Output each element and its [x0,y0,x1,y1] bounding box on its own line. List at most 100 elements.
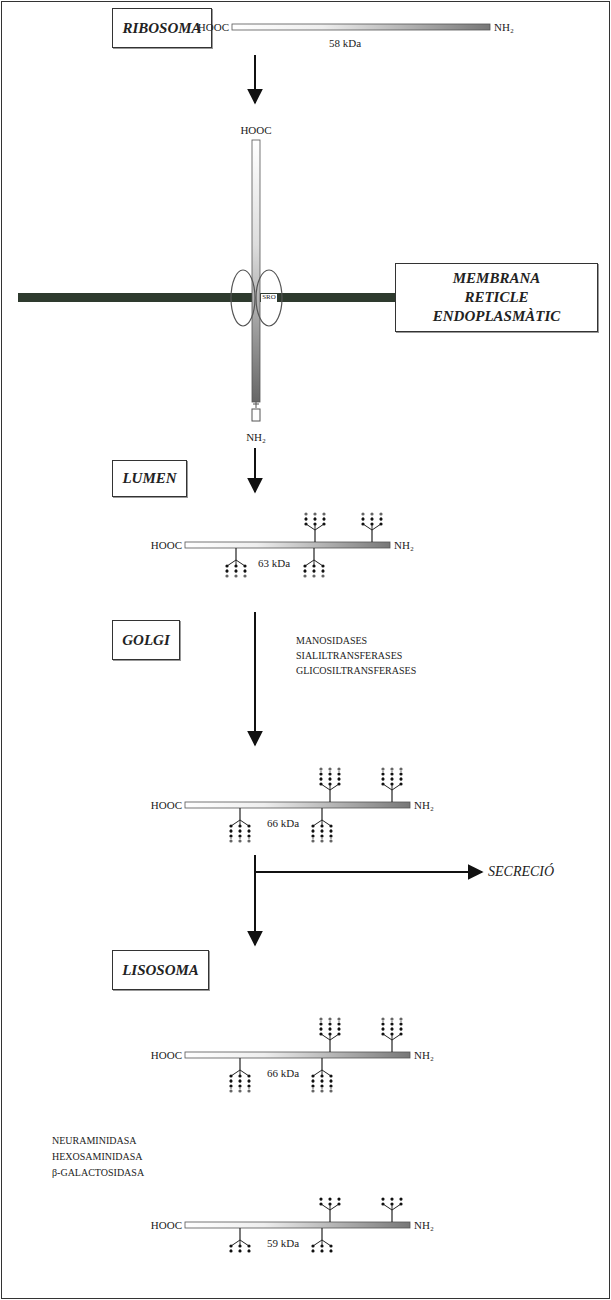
protein-bar [185,542,390,548]
arrow [254,612,256,745]
arrow [254,55,256,103]
glycan [392,1019,393,1034]
glycan [392,769,393,784]
glycan [303,569,306,572]
glycan [234,569,237,572]
glycan [249,826,250,841]
box-label: LUMEN [122,469,176,488]
glycan [399,1022,402,1025]
glycan [392,1034,401,1040]
glycan [379,517,382,520]
translocon [231,270,255,326]
glycan [329,1244,332,1247]
glycan [390,1032,393,1035]
text-label: NH₂ [414,1219,434,1231]
signal-peptide [256,402,257,408]
arrow [254,855,256,945]
glycan [329,824,332,827]
glycan [319,772,322,775]
glycan [381,1202,384,1205]
glycan [311,839,314,842]
glycan [313,826,314,841]
protein-bar [185,1052,410,1058]
glycan [331,826,332,841]
glycan [311,1084,314,1087]
glycan [234,564,237,567]
glycan [381,1032,384,1035]
glycan [328,1022,331,1025]
glycan [370,517,373,520]
glycan [313,548,314,560]
box-label: MEMBRANA RETICLE ENDOPLASMÀTIC [422,269,572,325]
glycan [313,1240,322,1246]
glycan [330,769,331,784]
glycan [321,1019,322,1034]
glycan [337,767,340,770]
glycan [399,1017,402,1020]
glycan [311,1089,314,1092]
text-label: NH₂ [414,799,434,811]
glycan [321,564,324,567]
text-label: β-GALACTOSIDASA [52,1167,144,1178]
glycan [370,522,373,525]
glycan [249,1076,250,1091]
glycan [225,574,228,577]
glycan [399,767,402,770]
glycan [238,834,241,837]
glycan [225,564,228,567]
label-box: LUMEN [112,460,187,497]
glycan [329,1074,332,1077]
glycan [243,574,246,577]
glycan [313,522,316,525]
glycan [239,808,240,820]
glycan [311,1244,314,1247]
glycan [329,1040,330,1052]
glycan [304,512,307,515]
text-label: HOOC [240,124,271,136]
glycan [330,1204,339,1210]
glycan [243,569,246,572]
glycan [247,1074,250,1077]
glycan [304,517,307,520]
membrane-band [18,293,398,302]
glycan [319,767,322,770]
glycan [337,782,340,785]
glycan [229,839,232,842]
glycan [312,574,315,577]
glycan [238,1079,241,1082]
glycan [322,1070,331,1076]
glycan [329,1089,332,1092]
glycan [229,1074,232,1077]
glycan [313,512,316,515]
glycan [322,1240,331,1246]
glycan [399,777,402,780]
glycan [361,522,364,525]
glycan [229,834,232,837]
glycan [319,1022,322,1025]
protein-bar [232,24,490,30]
glycan [391,1210,392,1222]
text-label: HOOC [151,1049,182,1061]
glycan [381,767,384,770]
glycan [320,834,323,837]
text-label: SRO [261,294,277,302]
glycan [401,769,402,784]
label-box: MEMBRANA RETICLE ENDOPLASMÀTIC [395,263,598,332]
glycan [381,1027,384,1030]
glycan [399,1197,402,1200]
text-label: 66 kDa [267,817,299,829]
glycan [399,1032,402,1035]
glycan [391,1040,392,1052]
glycan [311,834,314,837]
glycan [329,834,332,837]
glycan [247,834,250,837]
label-box: GOLGI [112,620,180,660]
glycan [361,512,364,515]
glycan [337,1202,340,1205]
glycan [238,1089,241,1092]
glycan [322,820,331,826]
glycan [329,1084,332,1087]
glycan [329,1079,332,1082]
glycan [328,1017,331,1020]
glycan [240,820,249,826]
